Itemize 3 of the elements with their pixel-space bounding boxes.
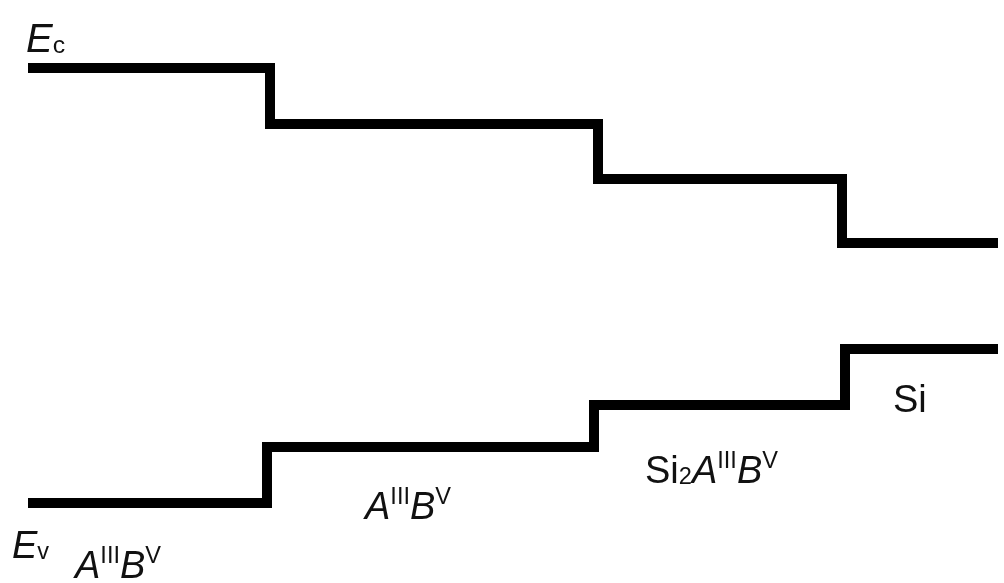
material-label: A$^{III}$B$^{V}$ [75,546,162,583]
material-label: A$^{III}$B$^{V}$ [365,487,452,525]
material-label: Si [893,380,927,418]
